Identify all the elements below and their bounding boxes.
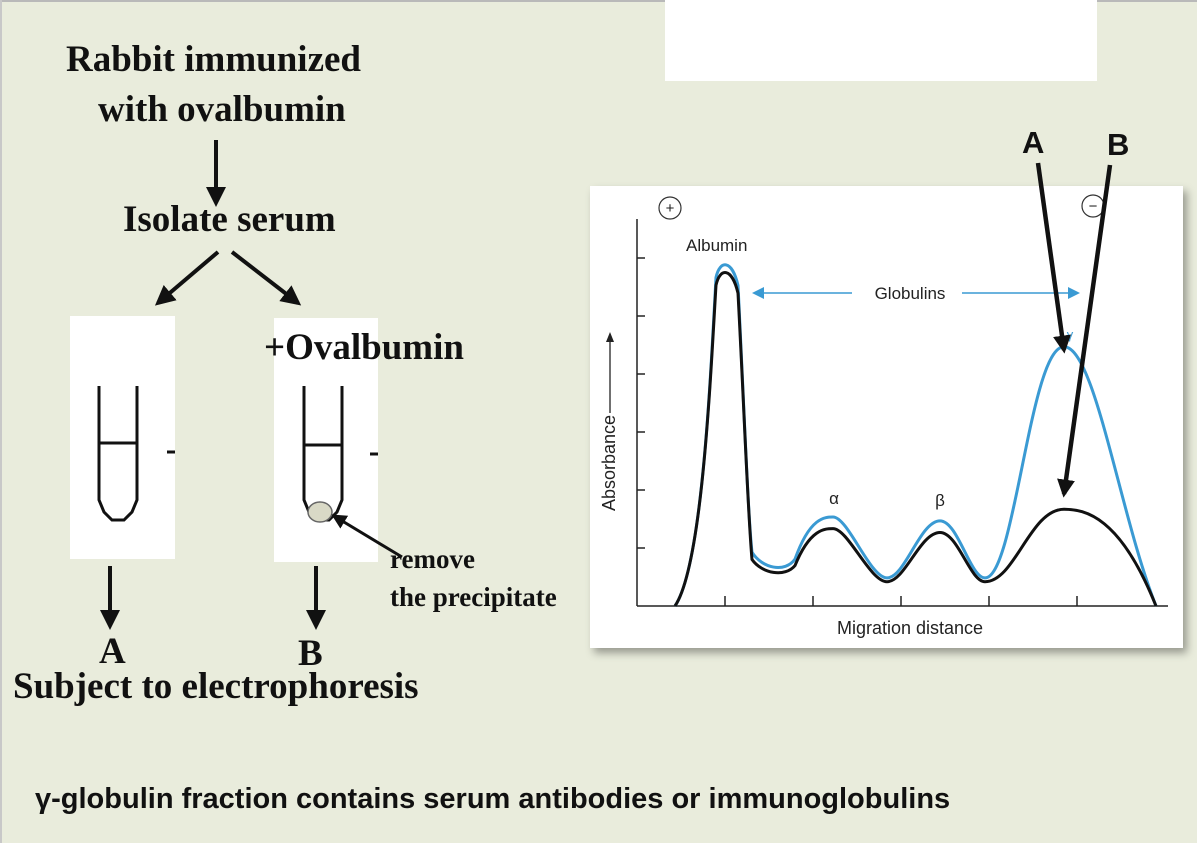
ovalbumin-label: +Ovalbumin — [264, 327, 464, 368]
globulins-bracket — [752, 287, 1080, 299]
y-axis-arrow-icon — [606, 332, 614, 413]
arrow-split-left — [154, 250, 220, 306]
isolate-serum-label: Isolate serum — [123, 199, 336, 240]
remove-label-line1: remove — [390, 544, 475, 574]
pointer-a-arrow — [1035, 162, 1071, 354]
globulins-label: Globulins — [875, 284, 946, 303]
plus-symbol: + — [666, 200, 675, 217]
y-axis-ticks — [637, 257, 645, 549]
x-axis-ticks — [724, 596, 1078, 606]
remove-label-line2: the precipitate — [390, 582, 557, 612]
top-border — [0, 0, 1197, 2]
left-border — [0, 0, 2, 843]
series-b-curve — [673, 271, 1158, 607]
minus-symbol: − — [1089, 198, 1098, 215]
arrow-split-right — [230, 250, 302, 306]
blank-panel — [665, 0, 1097, 81]
plus-electrode-icon: + — [658, 196, 682, 220]
test-tube-a-icon — [97, 386, 175, 522]
pointer-b-arrow — [1057, 164, 1113, 498]
flow-title-line2: with ovalbumin — [98, 89, 346, 130]
y-axis-label: Absorbance — [599, 415, 619, 511]
x-axis-label: Migration distance — [837, 618, 983, 638]
pointer-b-label: B — [1107, 127, 1129, 162]
precipitate-pointer — [331, 514, 403, 559]
tube-a-label: A — [99, 631, 126, 672]
alpha-peak-label: α — [829, 489, 839, 508]
albumin-peak-label: Albumin — [686, 236, 747, 255]
beta-peak-label: β — [935, 491, 945, 510]
caption: γ-globulin fraction contains serum antib… — [35, 783, 951, 815]
subject-electrophoresis-label: Subject to electrophoresis — [13, 666, 419, 707]
series-a-curve — [673, 263, 1158, 607]
electrophoresis-chart-card: + − Albumin α β γ Globulins Migration di… — [590, 186, 1183, 648]
precipitate-icon — [307, 501, 333, 523]
pointer-a-label: A — [1022, 125, 1044, 160]
tube-b-label: B — [298, 633, 323, 674]
flow-title-line1: Rabbit immunized — [66, 39, 362, 80]
